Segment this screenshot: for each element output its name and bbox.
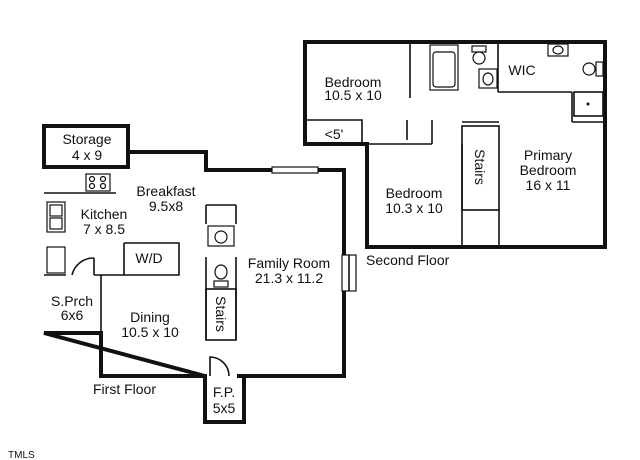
- screen-porch-dims: 6x6: [61, 307, 84, 323]
- range-icon: [85, 173, 111, 192]
- bedroom-b-label: Bedroom: [386, 185, 443, 201]
- first-floor-stairs-box: [205, 288, 237, 341]
- storage-dims: 4 x 9: [72, 147, 103, 163]
- front-door-swing: [209, 356, 230, 377]
- second-floor-caption: Second Floor: [366, 252, 450, 268]
- second-floor-outer-walls: [303, 40, 607, 249]
- refrigerator-icon: [46, 246, 66, 274]
- half-bath-toilet-icon: [213, 264, 229, 288]
- kitchen-sink-icon: [46, 201, 66, 233]
- wic-label: WIC: [508, 62, 535, 78]
- dining-dims: 10.5 x 10: [121, 324, 179, 340]
- screen-porch-label: S.Prch: [51, 293, 93, 309]
- front-porch-dims: 5x5: [213, 400, 236, 416]
- half-bath-sink-icon: [207, 225, 235, 247]
- second-floor-plan: Bedroom 10.5 x 10 WIC <5' Bedroom 10.3 x…: [303, 40, 607, 268]
- bedroom-a-dims: 10.5 x 10: [324, 87, 382, 103]
- dining-label: Dining: [130, 309, 170, 325]
- primary-bedroom-label-1: Primary: [524, 147, 572, 163]
- storage-label: Storage: [62, 131, 111, 147]
- second-floor-interior-walls: [305, 44, 603, 247]
- first-floor-plan: Storage 4 x 9 Breakfast 9.5x8 Kitchen 7 …: [42, 124, 357, 424]
- shower-icon: [573, 91, 604, 117]
- kitchen-label: Kitchen: [81, 206, 128, 222]
- second-floor-stairs-label: Stairs: [472, 149, 488, 185]
- primary-bath-toilet-icon: [582, 61, 604, 77]
- primary-bedroom-label-2: Bedroom: [520, 162, 577, 178]
- breakfast-dims: 9.5x8: [149, 198, 183, 214]
- front-porch-label: F.P.: [213, 384, 235, 400]
- kitchen-dims: 7 x 8.5: [83, 221, 125, 237]
- first-floor-caption: First Floor: [93, 381, 156, 397]
- sink-icon: [478, 68, 498, 89]
- porch-door-swing: [71, 257, 95, 276]
- bedroom-a-label: Bedroom: [325, 74, 382, 90]
- family-room-label: Family Room: [248, 255, 330, 271]
- toilet-icon: [471, 45, 487, 65]
- family-room-dims: 21.3 x 11.2: [255, 270, 323, 286]
- low-ceiling-label: <5': [325, 126, 344, 142]
- front-porch-walls: [203, 374, 246, 424]
- wd-label: W/D: [135, 250, 162, 266]
- second-floor-stairs-box: [461, 125, 500, 211]
- breakfast-label: Breakfast: [136, 183, 195, 199]
- bedroom-b-dims: 10.3 x 10: [385, 200, 443, 216]
- primary-bedroom-dims: 16 x 11: [526, 177, 571, 193]
- watermark-text: TMLS: [8, 450, 35, 460]
- first-floor-stairs-label: Stairs: [213, 296, 229, 332]
- primary-bath-sink-icon: [547, 43, 569, 57]
- window-top: [271, 166, 319, 174]
